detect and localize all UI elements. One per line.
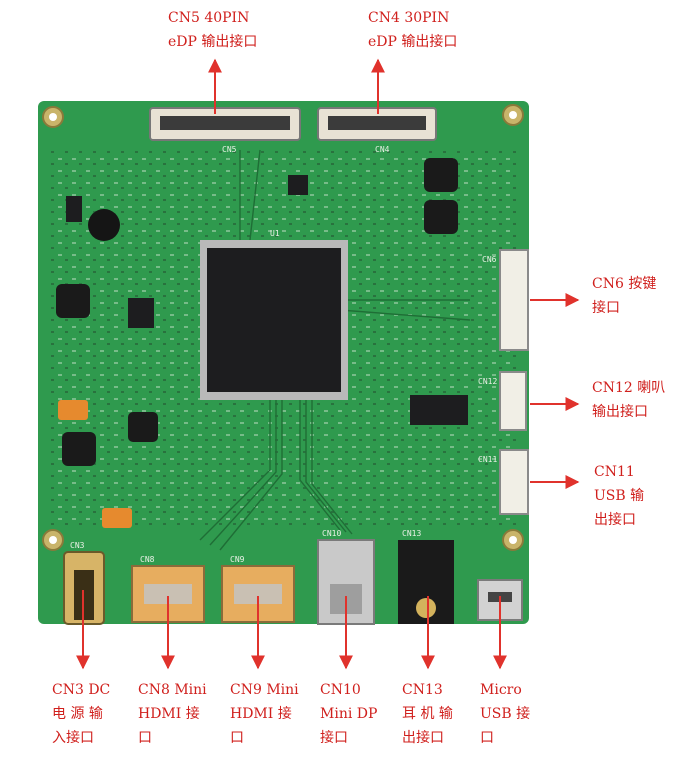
label-cn4: CN4 30PIN eDP 输出接口 <box>368 10 458 50</box>
connector-cn11 <box>499 449 529 515</box>
tantalum-cap-1 <box>58 400 88 420</box>
label-cn10: CN10 Mini DP 接口 <box>320 682 378 746</box>
connector-cn12 <box>499 371 527 431</box>
silk-cn12: CN12 <box>478 377 497 386</box>
label-cn3: CN3 DC 电 源 输 入接口 <box>52 682 111 746</box>
inductor-1 <box>424 158 458 192</box>
ic-audio <box>410 395 468 425</box>
silk-cn5: CN5 <box>222 145 237 154</box>
silk-cn13: CN13 <box>402 529 421 538</box>
tantalum-cap-2 <box>102 508 132 528</box>
inductor-4 <box>62 432 96 466</box>
silk-cn8: CN8 <box>140 555 155 564</box>
silk-cn3: CN3 <box>70 541 85 550</box>
pcb-traces <box>199 149 471 551</box>
inductor-2 <box>424 200 458 234</box>
silk-u1: U1 <box>270 229 280 238</box>
label-cn8: CN8 Mini HDMI 接 口 <box>138 682 207 746</box>
label-cn11: CN11 USB 输 出接口 <box>594 464 645 528</box>
inductor-3 <box>56 284 90 318</box>
ic-small-3 <box>288 175 308 195</box>
silk-cn11: CN11 <box>478 455 497 464</box>
silk-cn9: CN9 <box>230 555 245 564</box>
capacitor-1 <box>88 209 120 241</box>
silk-cn4: CN4 <box>375 145 390 154</box>
inductor-5 <box>128 412 158 442</box>
label-micro-usb: Micro USB 接 口 <box>480 682 531 746</box>
label-cn6: CN6 按键 接口 <box>592 276 657 316</box>
label-cn5: CN5 40PIN eDP 输出接口 <box>168 10 258 50</box>
label-cn9: CN9 Mini HDMI 接 口 <box>230 682 299 746</box>
label-cn13: CN13 耳 机 输 出接口 <box>402 682 453 746</box>
label-cn12: CN12 喇叭 输出接口 <box>592 380 666 420</box>
main-chip-u1 <box>207 248 341 392</box>
ic-small-2 <box>66 196 82 222</box>
ic-small-1 <box>128 298 154 328</box>
connector-cn6 <box>499 249 529 351</box>
silk-cn6: CN6 <box>482 255 497 264</box>
silk-cn10: CN10 <box>322 529 341 538</box>
